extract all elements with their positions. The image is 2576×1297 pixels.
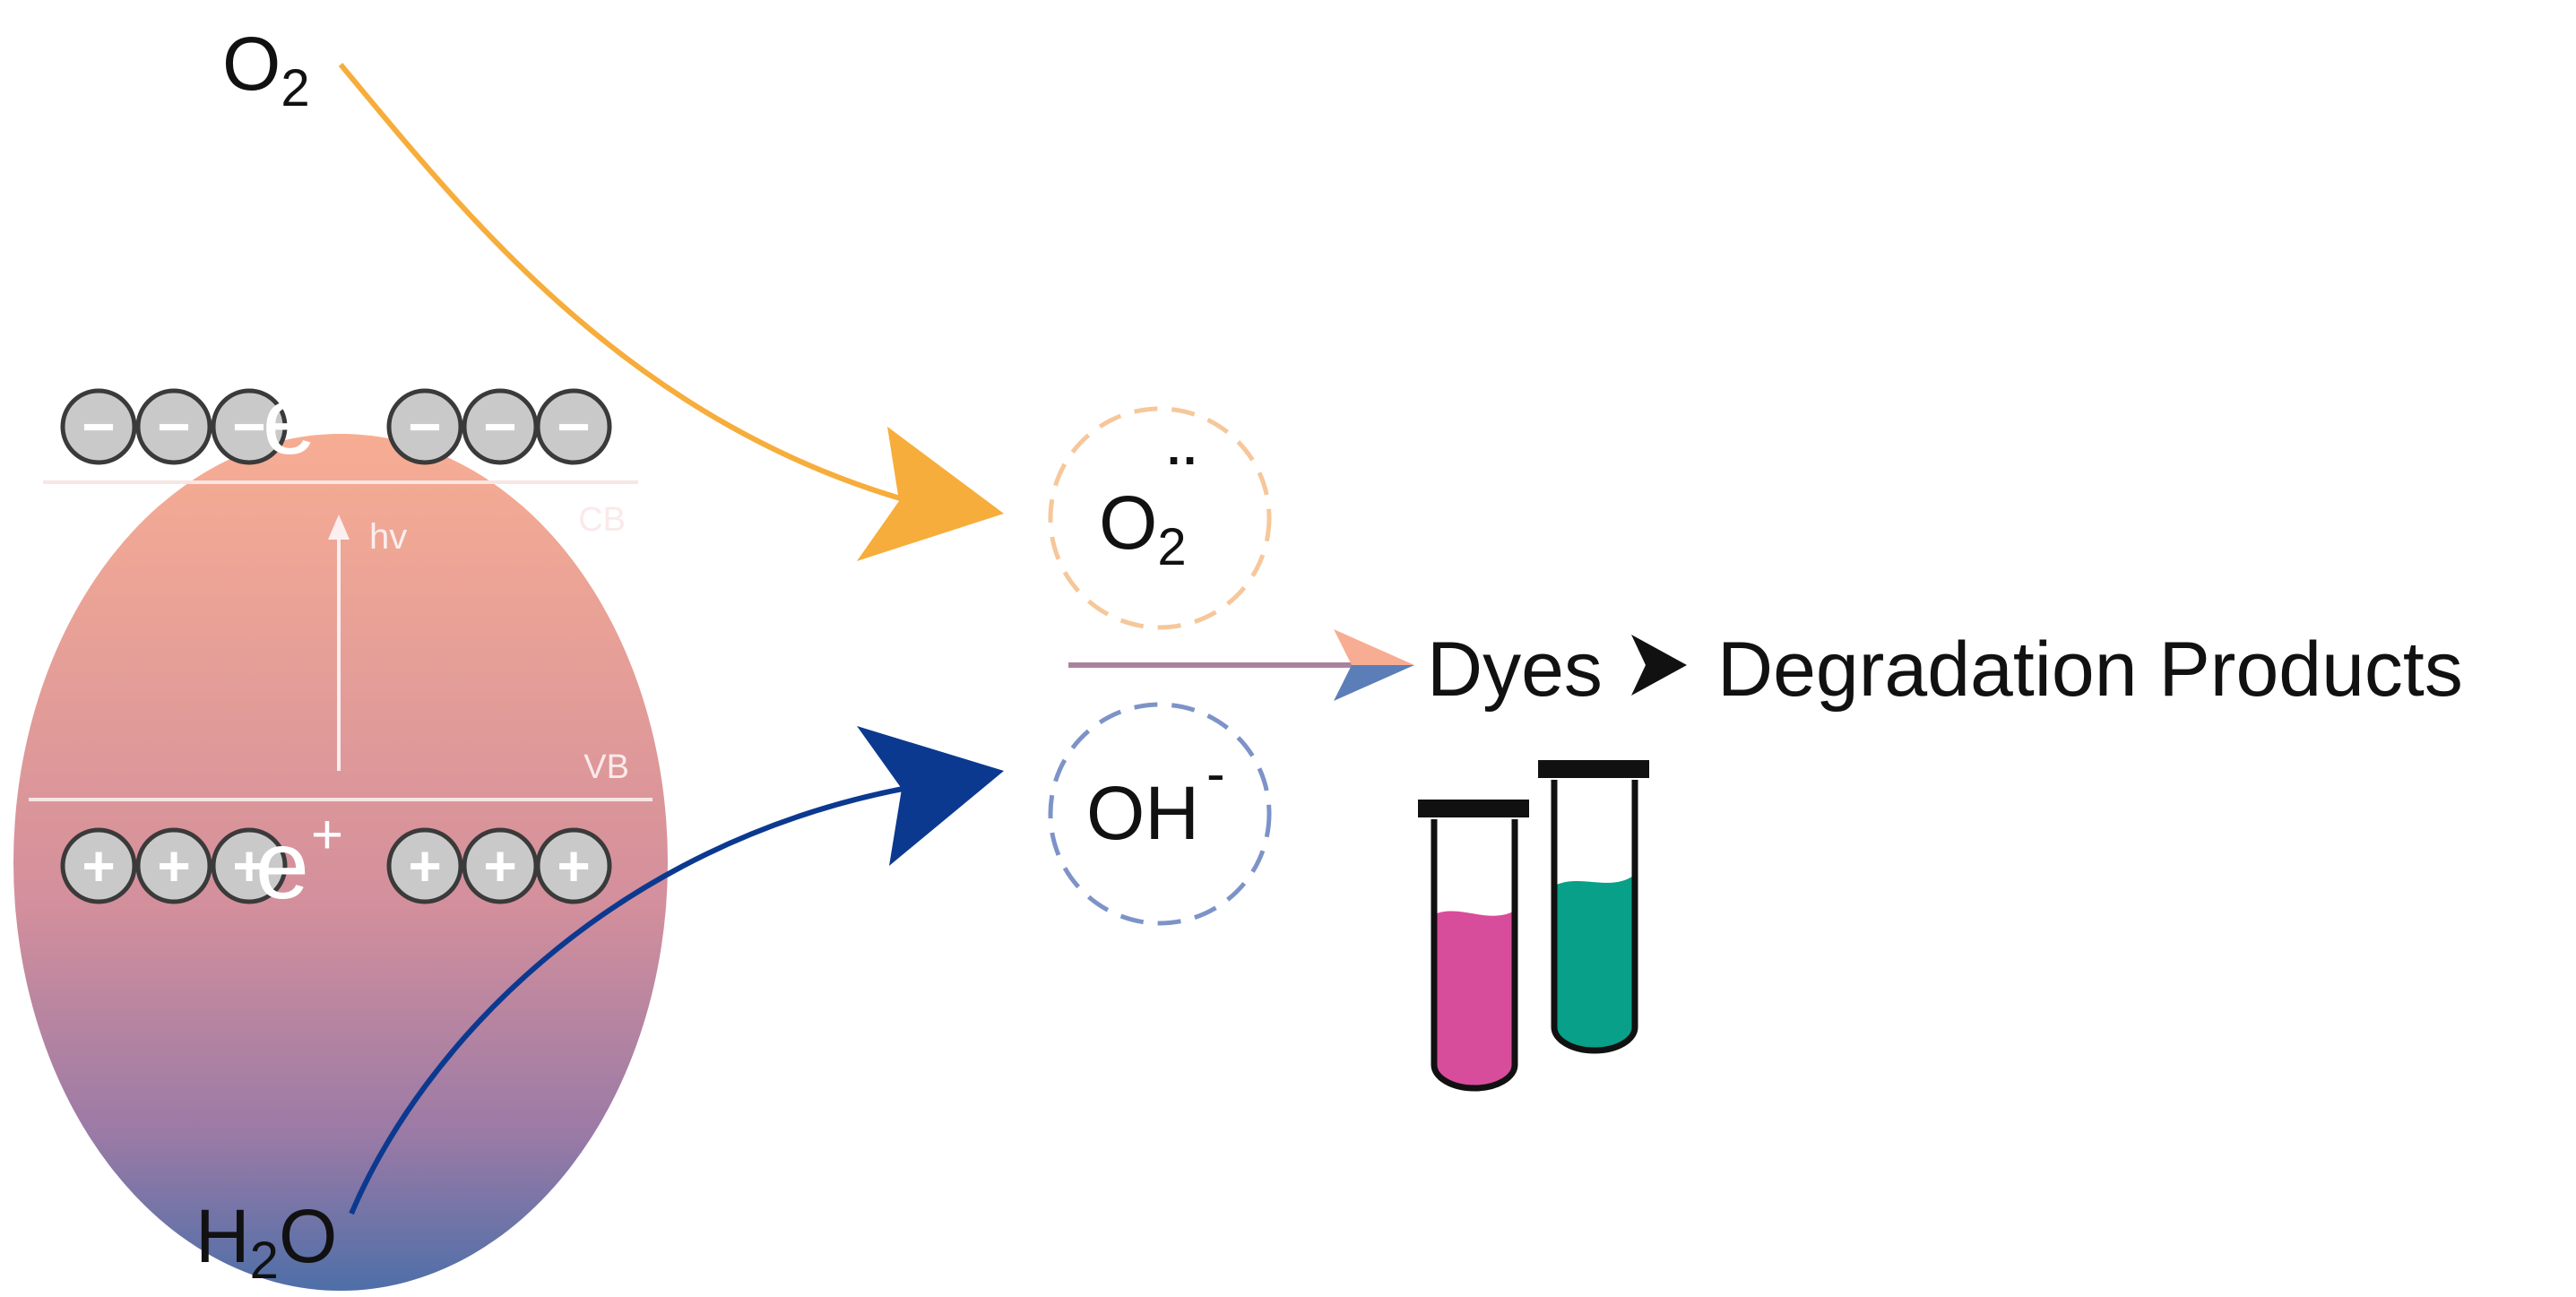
- hole-bead: +: [462, 827, 539, 904]
- excitation-arrow: [328, 514, 350, 771]
- oxygen-label: O2: [222, 22, 310, 117]
- degradation-products-label: Degradation Products: [1717, 627, 2463, 713]
- water-arrow-curve: [349, 784, 913, 1215]
- electron-bead: −: [60, 388, 137, 465]
- electron-bead: −: [386, 388, 463, 465]
- electron-bead-symbol: −: [157, 394, 190, 459]
- hole-bead: +: [135, 827, 212, 904]
- electron-bead: −: [135, 388, 212, 465]
- hole-bead: +: [60, 827, 137, 904]
- dyes-label: Dyes: [1427, 627, 1603, 713]
- electron-row: −−−−−−: [60, 388, 612, 465]
- electron-symbol: e: [263, 366, 316, 474]
- semiconductor-particle: [13, 434, 668, 1291]
- superoxide-label: O2: [1099, 480, 1187, 576]
- degradation-arrow: [1631, 635, 1687, 696]
- electron-bead: −: [535, 388, 612, 465]
- hole-label: e+: [255, 804, 343, 919]
- hole-charge: +: [311, 804, 343, 866]
- hole-row: + + + + + +: [60, 827, 612, 904]
- hv-label: hv: [369, 517, 407, 557]
- hole-bead: +: [211, 827, 288, 904]
- oxygen-arrowhead: [857, 427, 1004, 561]
- vb-label: VB: [583, 748, 629, 786]
- electron-bead-symbol: −: [408, 394, 441, 459]
- electron-bead: −: [211, 388, 288, 465]
- superoxide-dots: ··: [1167, 434, 1199, 488]
- hole-bead-symbol: +: [82, 834, 115, 898]
- hole-symbol: e: [255, 810, 309, 919]
- hydroxide-label: OH-: [1086, 743, 1225, 855]
- electron-bead: −: [462, 388, 539, 465]
- electron-bead-symbol: −: [483, 394, 516, 459]
- green-dye-test-tube: [1538, 760, 1649, 1054]
- hydroxide-circle: [1048, 702, 1272, 926]
- hole-bead-symbol: +: [408, 834, 441, 898]
- electron-bead-symbol: −: [82, 394, 115, 459]
- pink-dye-test-tube: [1418, 800, 1529, 1092]
- hole-bead-symbol: +: [232, 834, 265, 898]
- electron-bead-symbol: −: [557, 394, 590, 459]
- hole-bead-symbol: +: [483, 834, 516, 898]
- superoxide-circle: [1048, 406, 1272, 630]
- hole-bead: +: [386, 827, 463, 904]
- hole-bead: +: [535, 827, 612, 904]
- hole-bead-symbol: +: [157, 834, 190, 898]
- radical-to-dyes-arrowhead: [1334, 629, 1414, 701]
- electron-label: e-: [263, 359, 337, 474]
- water-label: H2O: [195, 1194, 337, 1290]
- cb-label: CB: [578, 501, 626, 539]
- electron-charge: -: [318, 359, 337, 421]
- hole-bead-symbol: +: [557, 834, 590, 898]
- electron-bead-symbol: −: [232, 394, 265, 459]
- water-arrowhead: [857, 726, 1004, 866]
- oxygen-arrow-curve: [338, 63, 913, 505]
